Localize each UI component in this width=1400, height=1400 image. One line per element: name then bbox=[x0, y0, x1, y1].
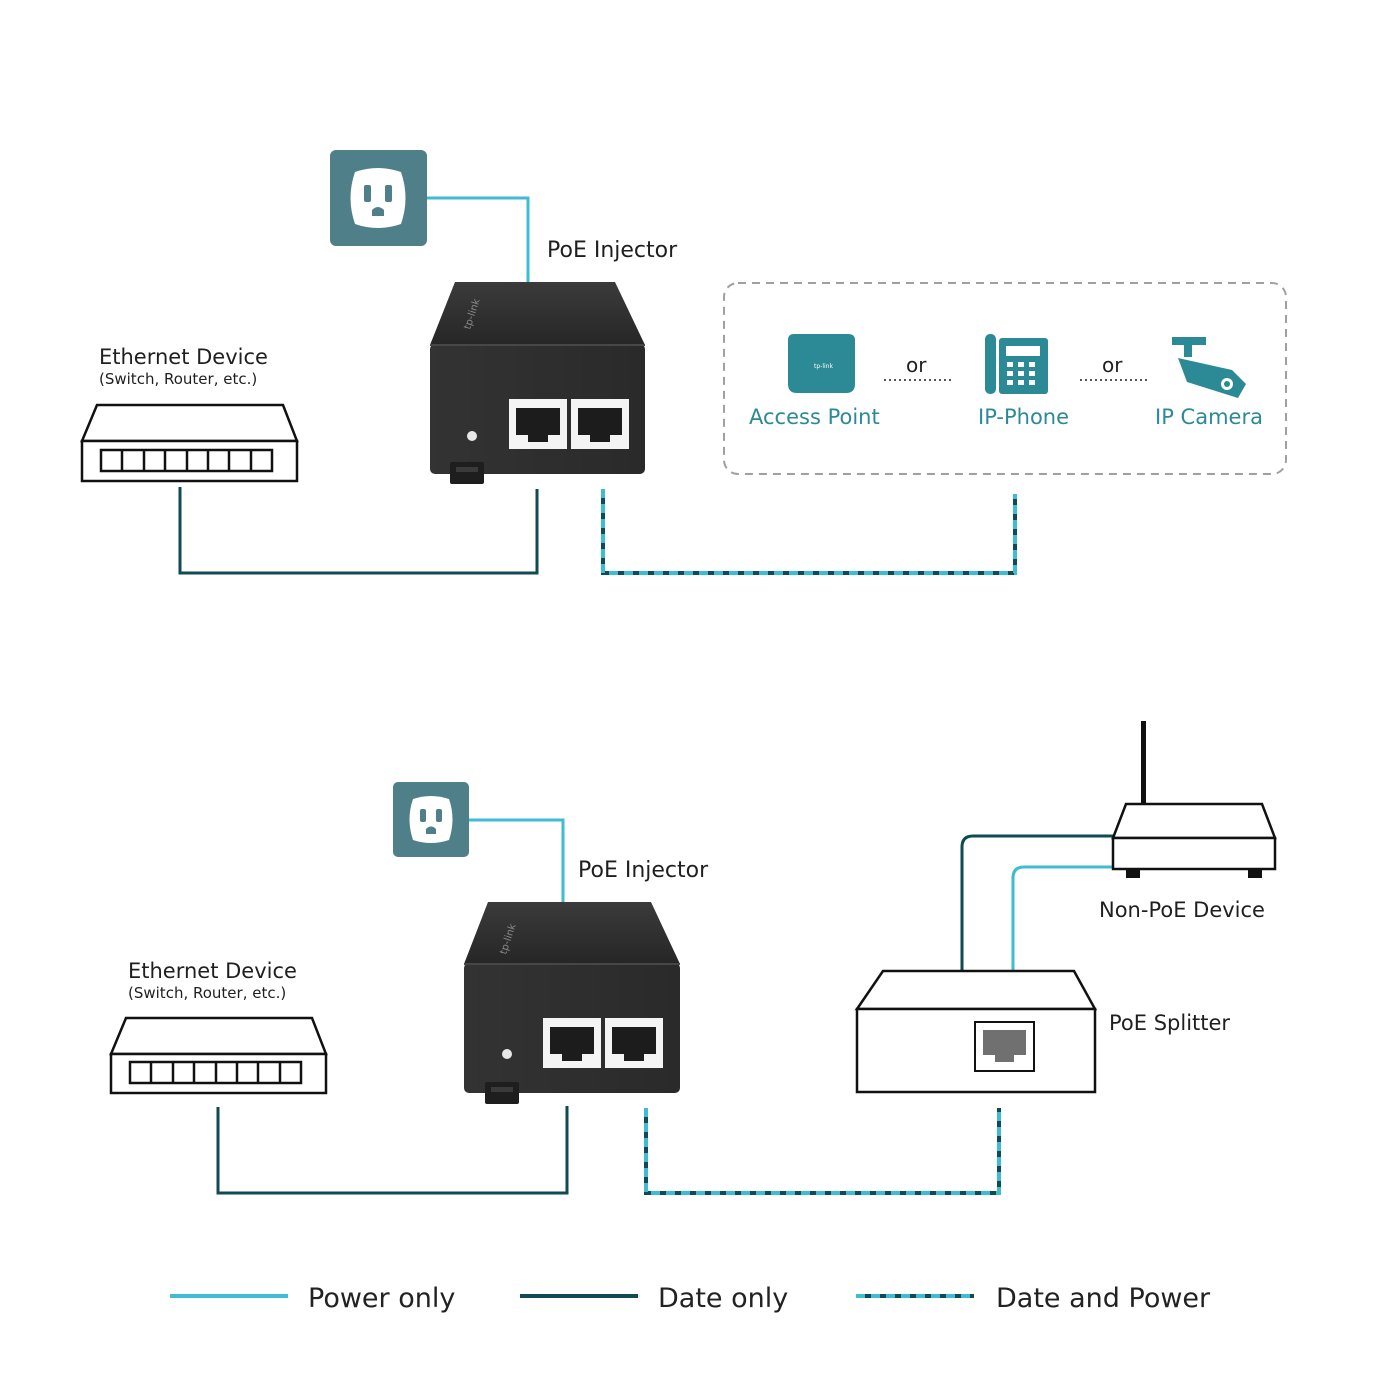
poe-splitter-icon bbox=[854, 969, 1098, 1094]
top-data-line bbox=[178, 487, 539, 575]
top-scenario: PoE Injector tp-link Ethernet Device (Sw… bbox=[80, 150, 1287, 575]
top-injector-led bbox=[467, 431, 477, 441]
pd-label-ip-camera: IP Camera bbox=[1155, 405, 1263, 429]
legend-item-power-only: Power only bbox=[170, 1283, 455, 1314]
top-injector-port-2 bbox=[571, 399, 629, 449]
bottom-power-outlet-icon bbox=[393, 782, 469, 857]
bottom-ethernet-title: Ethernet Device bbox=[128, 959, 297, 983]
ip-phone-icon bbox=[985, 334, 1048, 394]
bottom-ethernet-switch-icon bbox=[109, 1016, 328, 1095]
non-poe-device-icon bbox=[1111, 721, 1277, 878]
legend: Power only Date only Date and Power bbox=[170, 1283, 1211, 1314]
bottom-injector-led bbox=[502, 1049, 512, 1059]
bottom-injector-label: PoE Injector bbox=[578, 858, 709, 883]
top-power-outlet-icon bbox=[330, 150, 427, 246]
bottom-injector-port-1 bbox=[543, 1018, 601, 1068]
legend-label-date-and-power: Date and Power bbox=[996, 1283, 1211, 1314]
bottom-ethernet-subtitle: (Switch, Router, etc.) bbox=[128, 984, 286, 1002]
top-or-label-1: or bbox=[906, 353, 927, 377]
top-poe-injector: tp-link bbox=[430, 282, 645, 484]
top-or-label-2: or bbox=[1102, 353, 1123, 377]
top-power-line bbox=[427, 196, 530, 284]
ip-camera-icon bbox=[1172, 337, 1246, 398]
splitter-data-line bbox=[960, 834, 1114, 971]
top-ethernet-title: Ethernet Device bbox=[99, 345, 268, 369]
bottom-scenario: PoE Injector tp-link Ethernet Device (Sw… bbox=[109, 721, 1277, 1195]
legend-label-date-only: Date only bbox=[658, 1283, 788, 1314]
top-injector-label: PoE Injector bbox=[547, 238, 678, 263]
bottom-data-line bbox=[216, 1106, 569, 1195]
top-injector-port-1 bbox=[509, 399, 567, 449]
poe-splitter-port bbox=[974, 1021, 1035, 1072]
legend-item-date-and-power: Date and Power bbox=[856, 1283, 1211, 1314]
legend-item-date-only: Date only bbox=[520, 1283, 788, 1314]
poe-splitter-label: PoE Splitter bbox=[1109, 1011, 1230, 1035]
top-ethernet-subtitle: (Switch, Router, etc.) bbox=[99, 370, 257, 388]
splitter-power-line bbox=[1011, 865, 1114, 973]
top-ethernet-switch-icon bbox=[80, 403, 299, 483]
non-poe-device-label: Non-PoE Device bbox=[1099, 898, 1265, 922]
bottom-power-line bbox=[469, 818, 565, 903]
bottom-injector-port-2 bbox=[605, 1018, 663, 1068]
access-point-icon: tp-link bbox=[788, 334, 855, 393]
bottom-poe-injector: tp-link bbox=[464, 902, 680, 1104]
legend-label-power-only: Power only bbox=[308, 1283, 455, 1314]
svg-text:tp-link: tp-link bbox=[814, 363, 833, 370]
bottom-data-power-line bbox=[644, 1108, 1001, 1195]
pd-label-ip-phone: IP-Phone bbox=[978, 405, 1069, 429]
pd-label-access-point: Access Point bbox=[749, 405, 880, 429]
top-pd-group-box bbox=[723, 282, 1287, 475]
top-data-power-line bbox=[601, 489, 1017, 575]
